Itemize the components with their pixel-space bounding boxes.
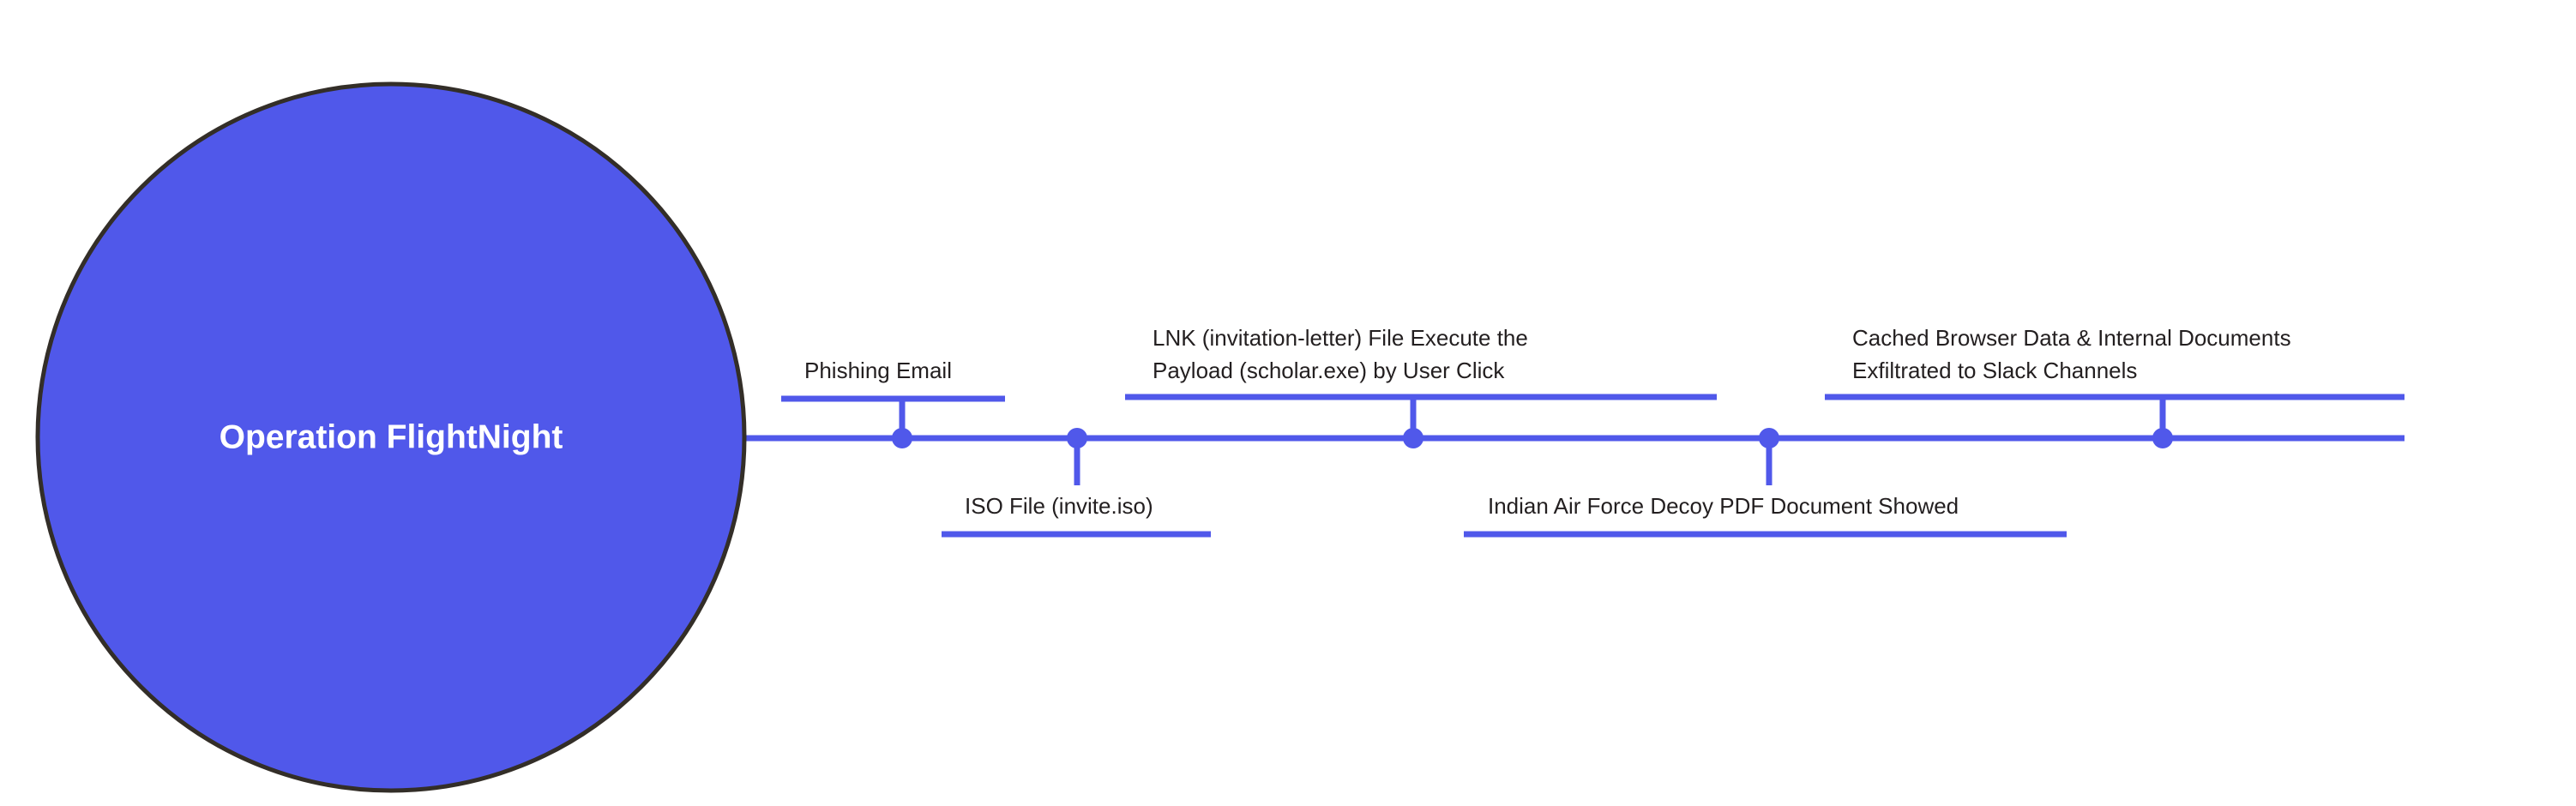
timeline-event-2[interactable]: ISO File (invite.iso) bbox=[942, 428, 1211, 538]
event-label-3-line-1: LNK (invitation-letter) File Execute the bbox=[1153, 325, 1528, 351]
event-label-1: Phishing Email bbox=[804, 358, 952, 383]
timeline-event-1[interactable]: Phishing Email bbox=[781, 358, 1005, 448]
event-label-5-line-2: Exfiltrated to Slack Channels bbox=[1852, 358, 2137, 383]
event-label-5-line-1: Cached Browser Data & Internal Documents bbox=[1852, 325, 2291, 351]
event-label-3-line-2: Payload (scholar.exe) by User Click bbox=[1153, 358, 1505, 383]
event-label-2: ISO File (invite.iso) bbox=[965, 493, 1153, 519]
event-node-dot-5[interactable] bbox=[2152, 428, 2173, 448]
root-circle-shape[interactable] bbox=[35, 81, 747, 793]
timeline-event-3[interactable]: LNK (invitation-letter) File Execute the… bbox=[1125, 325, 1717, 448]
event-node-dot-1[interactable] bbox=[892, 428, 912, 448]
event-label-4: Indian Air Force Decoy PDF Document Show… bbox=[1488, 493, 1959, 519]
timeline-event-5[interactable]: Cached Browser Data & Internal Documents… bbox=[1825, 325, 2404, 448]
timeline-event-4[interactable]: Indian Air Force Decoy PDF Document Show… bbox=[1464, 428, 2067, 538]
event-node-dot-4[interactable] bbox=[1759, 428, 1779, 448]
event-node-dot-2[interactable] bbox=[1067, 428, 1087, 448]
root-node[interactable]: Operation FlightNight bbox=[35, 81, 747, 793]
event-node-dot-3[interactable] bbox=[1403, 428, 1423, 448]
root-node-label: Operation FlightNight bbox=[220, 418, 563, 455]
